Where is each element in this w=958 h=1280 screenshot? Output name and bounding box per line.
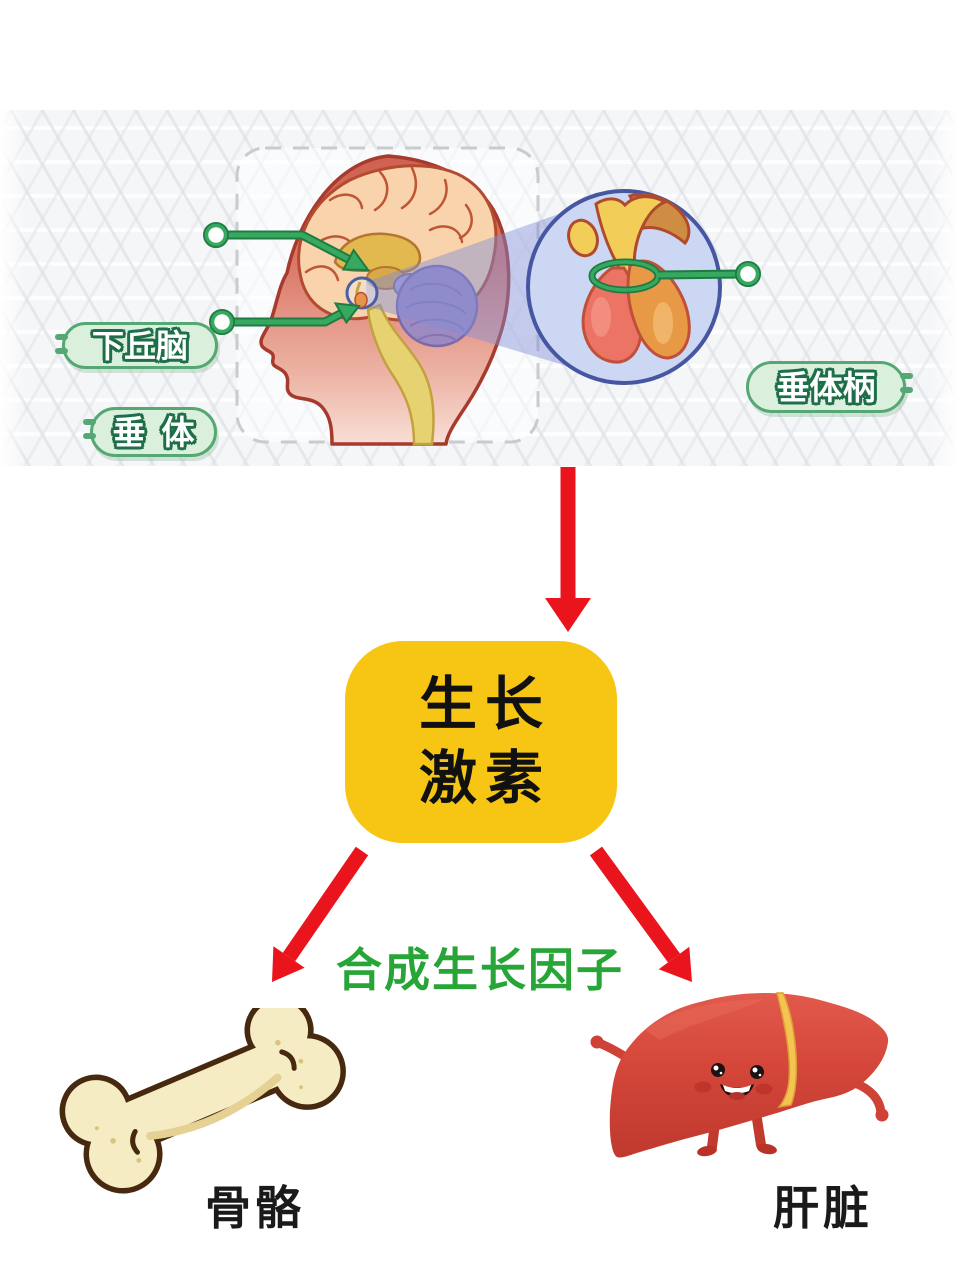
cerebellum [393, 264, 479, 348]
hypothalamus-pointer [203, 222, 370, 272]
liver-yellow-band [776, 992, 798, 1109]
pituitary-pointer [209, 302, 361, 335]
brain-anatomy-illustration [203, 146, 761, 446]
down-arrow-icon [545, 467, 591, 632]
bone-label: 骨骼 [205, 1182, 305, 1234]
growth-hormone-box: 生长 激素 [345, 641, 617, 843]
pituitary-stalk-label: 垂体柄 [776, 368, 876, 406]
liver-label: 肝脏 [773, 1182, 873, 1234]
label-pill-pituitary: 垂体 [83, 407, 217, 457]
pituitary-inset-circle [526, 189, 722, 385]
liver-face [694, 1063, 773, 1100]
bone-icon [59, 1008, 346, 1194]
anatomy-panel: 下丘脑 垂体 垂体柄 [0, 110, 958, 466]
hormone-box-line1: 生长 [418, 672, 551, 737]
liver-icon [590, 992, 889, 1158]
hypothalamus-label: 下丘脑 [91, 327, 188, 364]
pituitary-stalk-pointer [657, 261, 761, 287]
label-pill-hypothalamus: 下丘脑 [55, 322, 218, 369]
hormone-box-line2: 激素 [418, 746, 551, 811]
label-pill-pituitary-stalk: 垂体柄 [746, 361, 913, 413]
brainstem-spinal-cord [366, 303, 435, 446]
growth-factor-label: 合成生长因子 [336, 944, 624, 996]
pituitary-marker-circle [345, 276, 379, 310]
pituitary-label: 垂体 [112, 413, 211, 451]
